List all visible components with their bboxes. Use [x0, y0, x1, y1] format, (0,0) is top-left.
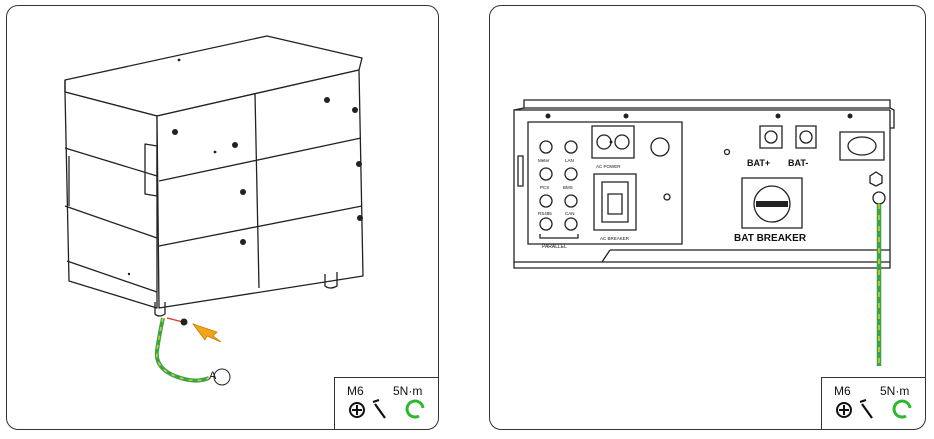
left-panel: A M6 5N·m: [6, 5, 439, 430]
battery-front-panel-illustration: BAT+ BAT- BAT BREAKER PARALLEL AC POWER …: [513, 99, 895, 366]
label-parallel: PARALLEL: [542, 244, 567, 250]
label-lan: LAN: [565, 158, 574, 163]
label-meter: Meter: [538, 158, 550, 163]
torque-arrow-icon: [892, 399, 912, 419]
screw-size: M6: [347, 384, 364, 398]
right-panel: BAT+ BAT- BAT BREAKER PARALLEL AC POWER …: [489, 5, 926, 430]
label-rs485: RS485: [538, 211, 552, 216]
label-bat-minus: BAT-: [788, 158, 808, 168]
torque-tools-icons: [836, 399, 912, 419]
label-bat-plus: BAT+: [747, 158, 770, 168]
torque-spec-box: M6 5N·m: [334, 377, 438, 429]
battery-cabinet-illustration: [64, 35, 364, 386]
torque-value: 5N·m: [393, 384, 423, 398]
torque-spec-box: M6 5N·m: [821, 377, 925, 429]
label-bms: BMS: [563, 185, 573, 190]
label-bat-breaker: BAT BREAKER: [734, 233, 807, 244]
label-pcs: PCS: [540, 185, 549, 190]
label-ac-power: AC POWER: [596, 164, 621, 169]
screw-size: M6: [834, 384, 851, 398]
torque-arrow-icon: [405, 399, 425, 419]
screwdriver-icon: [374, 403, 386, 419]
screwdriver-icon: [861, 403, 873, 419]
callout-label-a: A: [209, 370, 217, 382]
torque-tools-icons: [349, 399, 425, 419]
label-ac-breaker: AC BREAKER: [600, 236, 630, 241]
label-can: CAN: [565, 211, 575, 216]
torque-value: 5N·m: [880, 384, 910, 398]
